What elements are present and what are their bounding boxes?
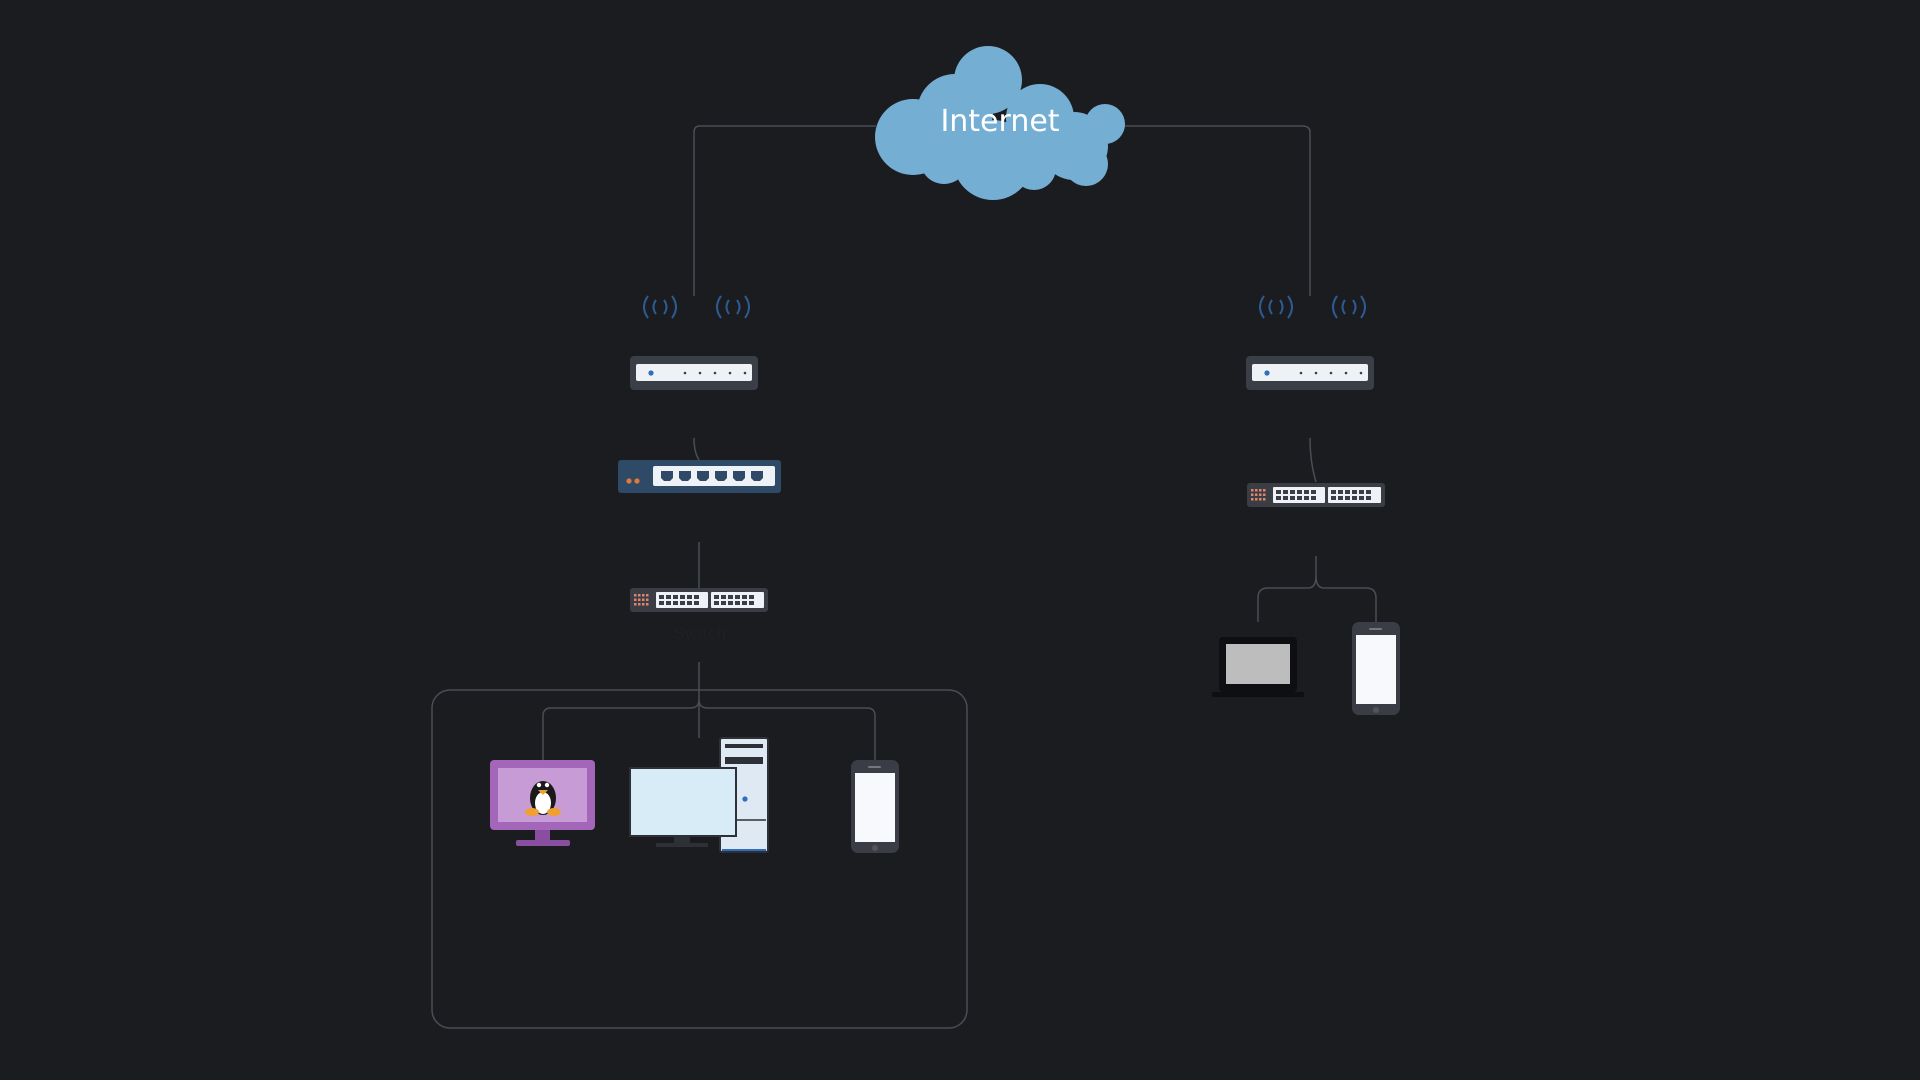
access-point-body-icon <box>630 356 758 390</box>
network-switch-icon <box>630 588 768 612</box>
desktop-computer-icon <box>629 737 769 853</box>
line-internet-to-left-ap <box>693 125 876 296</box>
internet-label: Internet <box>940 104 1060 139</box>
smartphone-icon <box>1352 622 1400 715</box>
left-access-point <box>630 295 758 390</box>
network-switch-icon <box>1247 483 1385 507</box>
laptop-icon <box>1212 637 1304 697</box>
access-point-body-icon <box>1246 356 1374 390</box>
router-icon <box>618 460 781 493</box>
connection-lines <box>542 125 1377 760</box>
line-right-ap-to-switch <box>1309 437 1317 483</box>
wifi-waves-icon <box>643 295 750 319</box>
linux-workstation-icon <box>490 760 595 846</box>
device-group <box>431 689 968 1029</box>
smartphone-icon <box>851 760 899 853</box>
cloud-icon <box>875 46 1125 200</box>
tux-penguin-icon <box>525 781 561 816</box>
line-internet-to-right-ap <box>1122 125 1311 296</box>
line-left-ap-to-router <box>693 437 700 461</box>
line-right-bus <box>1257 556 1377 622</box>
switch-label: Switch <box>673 624 727 643</box>
right-access-point <box>1246 295 1374 390</box>
line-group-bus <box>542 699 876 760</box>
wifi-waves-icon <box>1259 295 1366 319</box>
